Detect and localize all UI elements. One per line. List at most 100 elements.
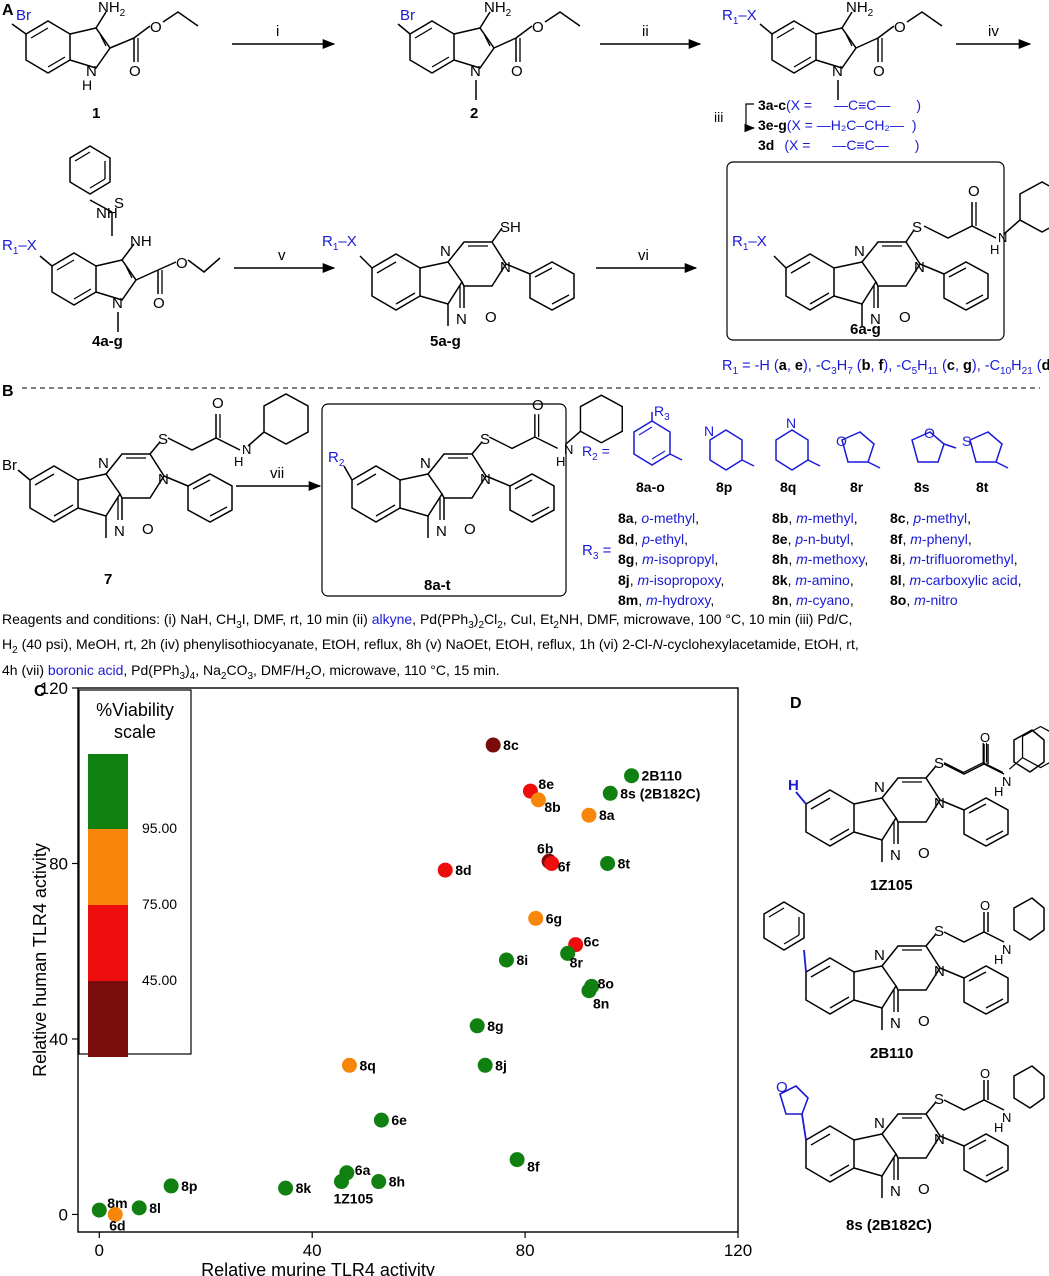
r1-fragment: ), -C — [802, 358, 832, 374]
conditions-fragment: 3 — [468, 619, 474, 631]
r3-entry: 8j, m-isopropoxy, — [618, 571, 725, 588]
conditions-fragment: 2 — [12, 645, 18, 657]
compound-label-5: 5a-g — [430, 333, 461, 350]
r3-entry-substituent: m-hydroxy — [646, 592, 711, 608]
svg-text:O: O — [918, 1181, 930, 1198]
conditions-fragment: , Na — [195, 661, 221, 678]
svg-text:H: H — [82, 77, 92, 93]
svg-text:8q: 8q — [780, 479, 796, 495]
r1-fragment: d — [1041, 358, 1049, 374]
svg-text:R1–X: R1–X — [732, 233, 767, 253]
svg-text:3a-c(X = —C≡C—): 3a-c(X = —C≡C—) — [758, 97, 921, 113]
svg-text:O: O — [464, 521, 476, 538]
svg-text:NH2: NH2 — [484, 0, 512, 19]
conditions-fragment: H — [2, 636, 13, 653]
svg-text:S: S — [934, 923, 944, 940]
svg-text:N: N — [440, 243, 451, 260]
svg-text:O: O — [980, 1066, 990, 1081]
svg-text:O: O — [142, 521, 154, 538]
svg-text:8a-o: 8a-o — [636, 479, 665, 495]
panel-label-a: A — [2, 2, 14, 19]
r1-fragment: , — [786, 358, 795, 374]
svg-text:S: S — [912, 219, 922, 236]
x-definitions: 3a-c(X = —C≡C—) 3e-g(X = —H₂C–CH₂—) 3d(X… — [714, 97, 921, 153]
svg-text:N: N — [114, 523, 125, 540]
svg-text:8s: 8s — [914, 479, 930, 495]
r1-fragment: 11 — [927, 365, 938, 377]
r3-entry-id: 8n — [772, 592, 789, 608]
r1-fragment: g — [963, 358, 972, 374]
step-label-vii: vii — [270, 465, 284, 482]
r1-fragment: 3 — [831, 365, 837, 377]
r1-fragment: e — [794, 358, 803, 374]
structure-8s: O S N N N O 8s (2B182C) — [776, 1079, 1009, 1234]
r3-entry-substituent: m-methyl — [796, 510, 854, 526]
svg-text:H: H — [994, 784, 1003, 799]
r1-fragment: ( — [852, 358, 862, 374]
svg-text:NH: NH — [130, 233, 152, 250]
svg-text:O: O — [511, 63, 523, 80]
svg-text:R3: R3 — [654, 403, 670, 423]
r3-entry: 8e, p-n-butyl, — [772, 530, 854, 547]
svg-text:N: N — [914, 259, 925, 276]
svg-text:8t: 8t — [976, 479, 989, 495]
svg-text:O: O — [836, 433, 847, 449]
box-compound-6 — [726, 161, 1005, 341]
r1-fragment: ( — [938, 358, 947, 374]
conditions-fragment: 4h (vii) — [2, 661, 48, 678]
r1-fragment: 5 — [911, 365, 918, 377]
svg-text:N: N — [98, 455, 109, 472]
compound-label-2: 2 — [470, 105, 478, 122]
svg-text:N: N — [890, 1183, 901, 1200]
svg-text:H: H — [994, 952, 1003, 967]
structure-compound-4: R1–X NH NH S N O O 4a-g — [2, 145, 221, 350]
svg-text:R1–X: R1–X — [722, 7, 757, 27]
svg-text:4a-g: 4a-g — [92, 333, 123, 350]
conditions-fragment: 2 — [497, 619, 503, 631]
conditions-fragment: 2 — [220, 670, 227, 682]
compound-label-7: 7 — [104, 571, 112, 588]
svg-text:R1–X: R1–X — [322, 233, 357, 253]
svg-text:N: N — [998, 230, 1007, 245]
r1-fragment: 7 — [847, 365, 853, 377]
svg-text:Br: Br — [16, 7, 31, 24]
panel-label-b: B — [2, 383, 14, 400]
r3-entry: 8b, m-methyl, — [772, 510, 858, 526]
r1-definitions: R1 = -H (a, e), -C3H7 (b, f), -C5H11 (c,… — [722, 358, 1049, 377]
r3-entry: 8k, m-amino, — [772, 571, 854, 588]
conditions-fragment: 2 — [478, 619, 484, 631]
svg-text:7: 7 — [104, 571, 112, 588]
svg-text:1: 1 — [92, 105, 100, 122]
svg-text:S: S — [934, 1091, 944, 1108]
compound-label-6: 6a-g — [850, 321, 881, 338]
r1-fragment: b — [861, 358, 871, 374]
svg-text:S: S — [114, 195, 124, 212]
r1-fragment: , — [954, 358, 963, 374]
panel-d-sidechains — [943, 729, 1045, 1111]
step-label-vi: vi — [638, 247, 649, 264]
r3-entry-substituent: p-methyl — [913, 510, 968, 526]
svg-text:O: O — [776, 1079, 788, 1096]
r3-entry-id: 8f — [890, 530, 903, 547]
panel-label-d: D — [790, 695, 802, 712]
r1-fragment: , — [870, 358, 879, 374]
conditions-fragment: ) — [185, 661, 190, 678]
svg-text:2: 2 — [470, 105, 478, 122]
svg-text:N: N — [890, 847, 901, 864]
r3-entry-substituent: m-methoxy — [796, 551, 865, 567]
svg-text:N: N — [436, 523, 447, 540]
svg-text:H: H — [990, 242, 999, 257]
svg-text:O: O — [212, 395, 224, 412]
svg-text:3d(X = —C≡C—): 3d(X = —C≡C—) — [758, 137, 919, 153]
structure-compound-6: R1–X S O N H N N N O 6a-g — [732, 181, 1049, 338]
r1-fragment: H — [836, 358, 848, 374]
conditions-fragment: alkyne — [371, 611, 413, 627]
conditions-fragment: I, DMF, rt, 10 min (ii) — [241, 611, 372, 627]
svg-text:N: N — [934, 795, 945, 812]
r3-entry-substituent: o-methyl — [641, 510, 696, 526]
svg-text:O: O — [924, 425, 935, 441]
r1-fragment: ), -C — [883, 358, 912, 374]
svg-text:N: N — [832, 63, 843, 80]
svg-text:N: N — [86, 63, 97, 80]
r3-entry: 8l, m-carboxylic acid, — [890, 571, 1022, 588]
